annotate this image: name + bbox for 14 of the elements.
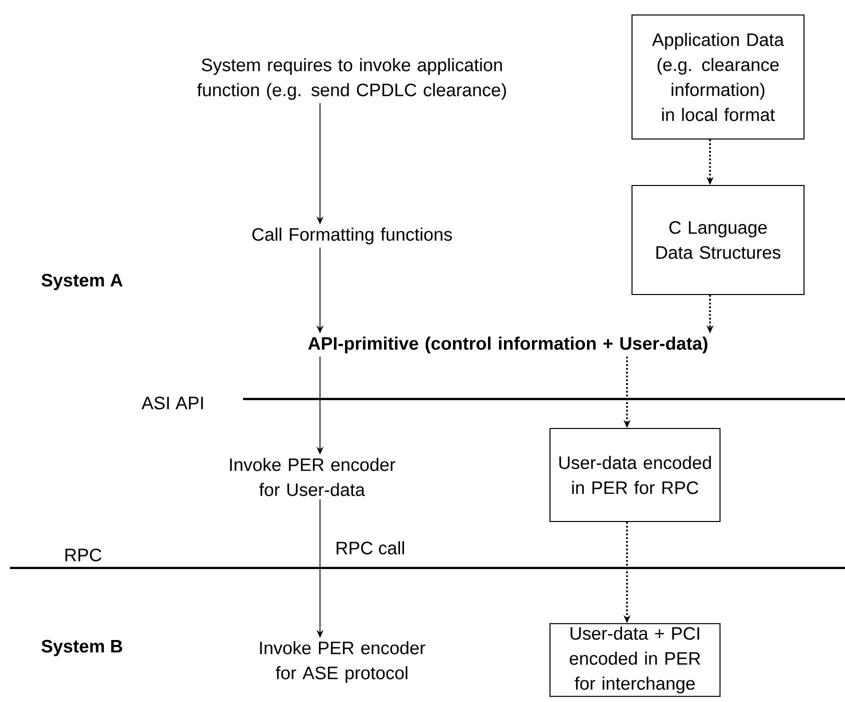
process-box: C Language Data Structures — [632, 185, 804, 295]
process-box: User-data encoded in PER for RPC — [550, 428, 720, 522]
step-text: Invoke PER encoder for User-data — [230, 458, 396, 496]
process-box: Application Data (e.g. clearance information) in local format — [632, 14, 804, 140]
edge-label: RPC call — [336, 541, 404, 554]
step-text: Invoke PER encoder for ASE protocol — [260, 641, 426, 683]
line-label: RPC — [65, 548, 102, 562]
system-label: System B — [42, 640, 122, 656]
step-text: Call Formatting functions — [252, 228, 452, 244]
primitive-text: API-primitive (control information + User-data) — [308, 336, 708, 354]
system-label: System A — [42, 274, 123, 290]
step-text: System requires to invoke application function (e.g. send CPDLC clearance) — [197, 58, 506, 100]
process-box: User-data + PCI encoded in PER for interchange — [550, 623, 720, 697]
line-label: ASI API — [142, 396, 203, 410]
